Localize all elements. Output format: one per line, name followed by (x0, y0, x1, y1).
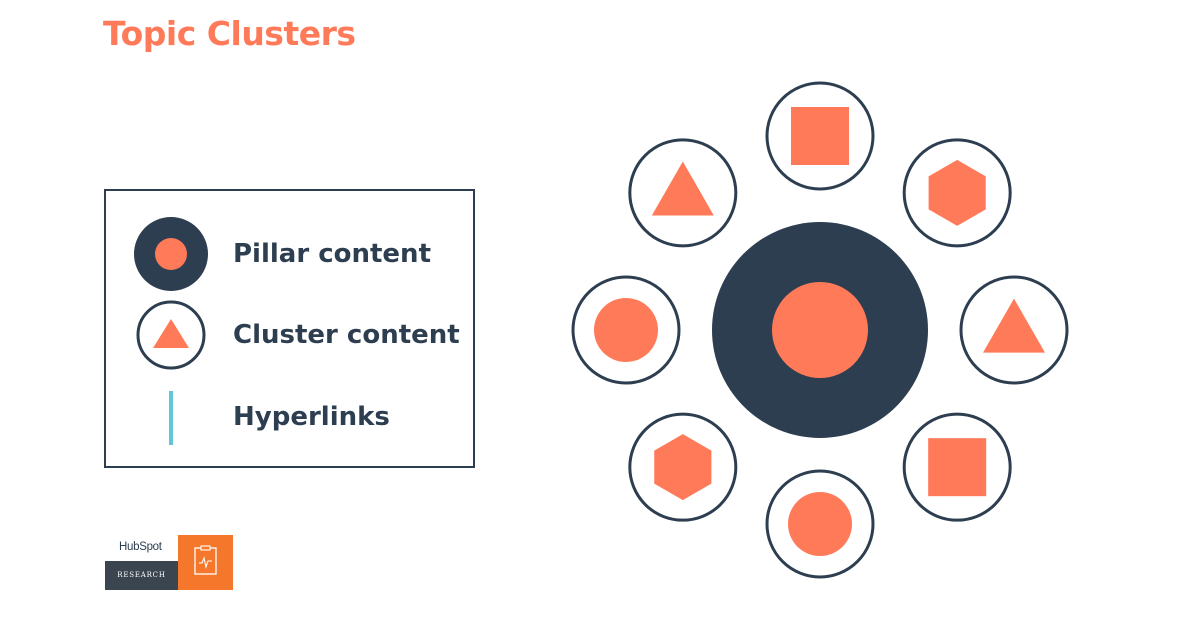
page-title: Topic Clusters (103, 14, 356, 53)
cluster-6-hexagon-icon (654, 434, 712, 501)
cluster-7-circle-icon (594, 298, 658, 362)
cluster-5-circle-icon (788, 492, 852, 556)
cluster-1-square-icon (791, 107, 849, 165)
clipboard-icon (194, 545, 217, 575)
hyperlink-line-icon (169, 391, 173, 445)
legend-label-cluster: Cluster content (233, 320, 460, 350)
legend-box: Pillar content Cluster content Hyperlink… (104, 189, 475, 468)
pillar-center-circle-icon (772, 282, 868, 378)
logo-brand: HubSpot (119, 541, 162, 553)
cluster-4-square-icon (928, 438, 987, 497)
cluster-2-hexagon-icon (928, 159, 986, 226)
topic-cluster-diagram (571, 81, 1069, 579)
legend-label-hyperlinks: Hyperlinks (233, 402, 390, 432)
pillar-node-icon (134, 217, 208, 291)
legend-item-hyperlinks: Hyperlinks (106, 377, 473, 457)
legend-item-pillar: Pillar content (106, 214, 473, 294)
hubspot-research-logo: HubSpot RESEARCH (105, 535, 233, 590)
cluster-node-icon (136, 300, 206, 370)
legend-label-pillar: Pillar content (233, 239, 431, 269)
logo-subtitle: RESEARCH (117, 571, 166, 579)
legend-item-cluster: Cluster content (106, 295, 473, 375)
cluster-3-triangle-icon (983, 298, 1045, 353)
logo-badge (178, 535, 233, 590)
cluster-8-triangle-icon (651, 161, 714, 216)
